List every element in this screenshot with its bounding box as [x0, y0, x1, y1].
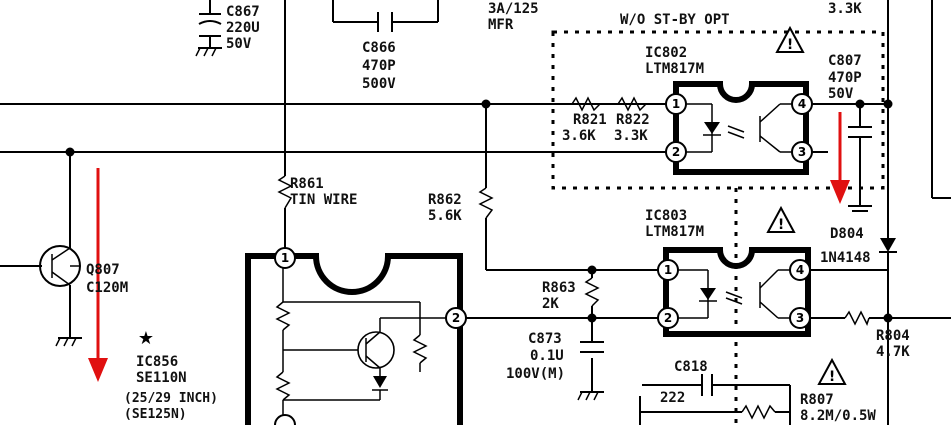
ic802-optocoupler: 1 2 4 3 — [665, 81, 813, 175]
label-c873: C873 — [528, 331, 562, 347]
diode-d804 — [879, 238, 897, 253]
r861-zigzag — [277, 175, 293, 209]
r804-zigzag — [844, 310, 870, 326]
label-d804: D804 — [830, 226, 864, 242]
ic802-pin4: 4 — [798, 97, 806, 111]
label-d804-type: 1N4148 — [820, 250, 871, 266]
label-c807-val1: 470P — [828, 70, 862, 86]
label-r821: R821 — [573, 112, 607, 128]
label-r863: R863 — [542, 280, 576, 296]
label-r861: R861 — [290, 176, 324, 192]
ic803-pin1: 1 — [664, 263, 672, 277]
label-c867-val1: 220U — [226, 20, 260, 36]
label-q807-type: C120M — [86, 280, 128, 296]
label-ic802-type: LTM817M — [645, 61, 704, 77]
ic856-regulator: 1 2 — [245, 247, 467, 425]
label-ic856-type: SE110N — [136, 370, 187, 386]
r821-zigzag — [571, 96, 601, 112]
label-c807-val2: 50V — [828, 86, 854, 102]
ic802-pin1: 1 — [672, 97, 680, 111]
label-c867-val2: 50V — [226, 36, 252, 52]
label-c873-val1: 0.1U — [530, 348, 564, 364]
label-c818: C818 — [674, 359, 708, 375]
ic803-pin2: 2 — [664, 311, 672, 325]
label-r804-val: 4.7K — [876, 344, 910, 360]
r822-zigzag — [617, 96, 647, 112]
ic803-optocoupler: 1 2 4 3 — [657, 247, 811, 337]
star-icon: ★ — [138, 328, 154, 349]
label-c873-val2: 100V(M) — [506, 366, 565, 382]
label-ic856-note2: (SE125N) — [124, 407, 187, 422]
label-c807: C807 — [828, 53, 862, 69]
label-ic856-note1: (25/29 INCH) — [124, 391, 218, 406]
label-r822-val: 3.3K — [614, 128, 648, 144]
r807-zigzag — [741, 404, 776, 420]
warning-triangle-icon: ! ! ! — [766, 25, 847, 385]
red-arrow-right — [830, 112, 850, 204]
r863-zigzag — [584, 277, 600, 307]
label-c867: C867 — [226, 4, 260, 20]
ic803-pin4: 4 — [796, 263, 804, 277]
label-r862-val: 5.6K — [428, 208, 462, 224]
ic856-pin1: 1 — [281, 251, 289, 265]
label-r821-val: 3.6K — [562, 128, 596, 144]
svg-text:!: ! — [778, 217, 784, 233]
label-c818-val: 222 — [660, 390, 685, 406]
label-fuse-rating: 3A/125 — [488, 1, 539, 17]
ic802-pin3: 3 — [798, 145, 806, 159]
label-r862: R862 — [428, 192, 462, 208]
label-c866-val1: 470P — [362, 58, 396, 74]
label-r804: R804 — [876, 328, 910, 344]
label-c866: C866 — [362, 40, 396, 56]
svg-text:!: ! — [829, 369, 835, 385]
transistor-q807 — [39, 245, 81, 287]
label-q807: Q807 — [86, 262, 120, 278]
ic856-pin2: 2 — [452, 311, 460, 325]
label-r863-val: 2K — [542, 296, 559, 312]
r862-zigzag — [478, 187, 494, 219]
label-fuse-type: MFR — [488, 17, 514, 33]
standby-option-box — [551, 30, 885, 425]
label-standby-opt: W/O ST-BY OPT — [620, 12, 730, 28]
ground-symbol-icon — [55, 47, 872, 401]
ic802-pin2: 2 — [672, 145, 680, 159]
component-labels: C867 220U 50V C866 470P 500V 3A/125 MFR … — [86, 1, 910, 424]
capacitors — [198, 12, 872, 396]
label-ic803: IC803 — [645, 208, 687, 224]
label-r807: R807 — [800, 392, 834, 408]
label-ic803-type: LTM817M — [645, 224, 704, 240]
red-arrow-left — [88, 168, 108, 382]
ic803-pin3: 3 — [796, 311, 804, 325]
label-c866-val2: 500V — [362, 76, 396, 92]
label-r822: R822 — [616, 112, 650, 128]
svg-text:!: ! — [787, 37, 793, 53]
label-ic856: IC856 — [136, 354, 178, 370]
label-r861-val: TIN WIRE — [290, 192, 357, 208]
label-r-top-right: 3.3K — [828, 1, 862, 17]
label-r807-val: 8.2M/0.5W — [800, 408, 876, 424]
label-ic802: IC802 — [645, 45, 687, 61]
resistors — [277, 96, 870, 420]
